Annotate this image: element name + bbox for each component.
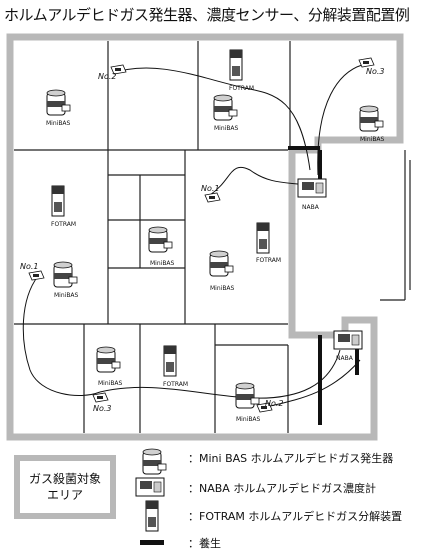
page-title: ホルムアルデヒドガス発生器、濃度センサー、分解装置配置例 xyxy=(4,6,410,24)
sensor-icon-no1-center xyxy=(204,192,221,203)
fotram-label-2: FOTRAM xyxy=(51,221,76,228)
legend-minibas: ：Mini BAS ホルムアルデヒドガス発生器 xyxy=(188,452,394,465)
fotram-icon-2 xyxy=(51,185,65,217)
label-no1-center: No.1 xyxy=(201,184,220,193)
minibas-label-3: MiniBAS xyxy=(360,136,385,143)
naba-label-2: NABA xyxy=(336,355,354,362)
sensor-icon-no3-top xyxy=(358,57,375,68)
sensor-icon-no3-bottom xyxy=(92,392,109,403)
label-no2-top: No.2 xyxy=(98,72,117,81)
minibas-label-4: MiniBAS xyxy=(150,260,175,267)
fotram-icon-4 xyxy=(163,345,177,377)
legend-naba: ：NABA ホルムアルデヒドガス濃度計 xyxy=(188,482,376,495)
minibas-icon-1 xyxy=(46,89,71,116)
minibas-label-8: MiniBAS xyxy=(236,416,261,423)
minibas-label-1: MiniBAS xyxy=(46,120,71,127)
minibas-icon-6 xyxy=(53,261,78,288)
label-no3-top: No.3 xyxy=(366,67,385,76)
fotram-icon xyxy=(145,500,159,532)
minibas-icon-2 xyxy=(213,94,238,121)
naba-icon-2 xyxy=(333,330,363,350)
minibas-icon-8 xyxy=(235,382,260,409)
fotram-label-1: FOTRAM xyxy=(229,85,254,92)
minibas-icon-4 xyxy=(148,226,173,253)
fotram-label-3: FOTRAM xyxy=(256,257,281,264)
naba-icon-1 xyxy=(297,178,327,198)
area-legend-box: ガス殺菌対象 エリア xyxy=(14,455,116,519)
fotram-icon-3 xyxy=(256,222,270,254)
label-no1-left: No.1 xyxy=(20,262,39,271)
sterilization-area xyxy=(6,33,404,441)
legend-fotram: ：FOTRAM ホルムアルデヒドガス分解装置 xyxy=(188,510,403,523)
minibas-label-5: MiniBAS xyxy=(210,285,235,292)
label-no3-bottom: No.3 xyxy=(93,404,112,413)
sensor-cables xyxy=(22,64,363,409)
naba-icon xyxy=(135,477,165,497)
label-no2-bottom: No.2 xyxy=(265,399,284,408)
minibas-icon-3 xyxy=(359,105,384,132)
fotram-label-4: FOTRAM xyxy=(163,381,188,388)
naba-label-1: NABA xyxy=(302,204,320,211)
minibas-label-6: MiniBAS xyxy=(54,292,79,299)
curing-tape xyxy=(288,146,359,425)
minibas-label-2: MiniBAS xyxy=(214,125,239,132)
fotram-icon-1 xyxy=(229,49,243,81)
minibas-icon xyxy=(142,448,167,475)
curing-tape-icon xyxy=(140,540,164,545)
legend-curing: ：養生 xyxy=(188,537,221,550)
minibas-icon-5 xyxy=(209,250,234,277)
interior-walls xyxy=(14,41,411,433)
area-legend-label: ガス殺菌対象 エリア xyxy=(28,472,101,502)
minibas-label-7: MiniBAS xyxy=(98,380,123,387)
sensor-icon-no1-left xyxy=(28,270,45,281)
minibas-icon-7 xyxy=(96,346,121,373)
